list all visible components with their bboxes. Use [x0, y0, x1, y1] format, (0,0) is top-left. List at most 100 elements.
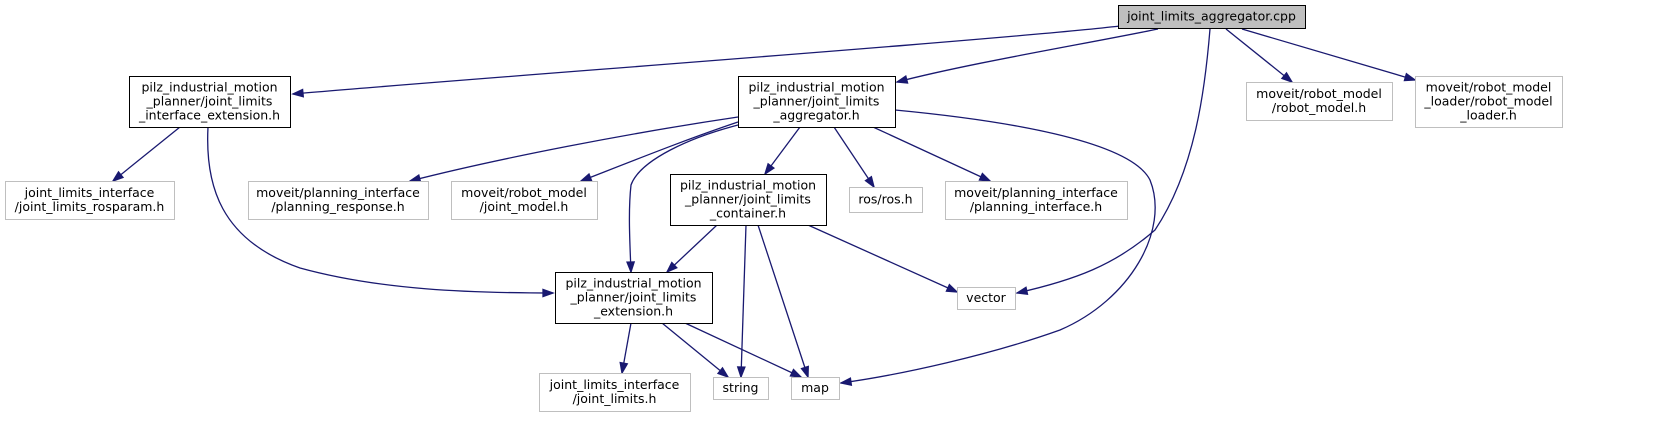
edge-container-to-extension: [665, 224, 718, 274]
node-label-line: ros/ros.h: [858, 192, 912, 207]
node-label-line: /robot_model.h: [1272, 100, 1366, 115]
edge-line: [1241, 28, 1416, 81]
node-box: [451, 181, 598, 220]
node-label-line: moveit/robot_model: [1256, 86, 1382, 101]
edge-line: [840, 109, 1156, 384]
edge-root-to-robot_model_loader: [1241, 28, 1417, 82]
edge-container-to-string: [736, 224, 747, 379]
edge-arrowhead: [619, 361, 629, 375]
edge-arrowhead: [408, 173, 422, 183]
node-iface_ext[interactable]: pilz_industrial_motion_planner/joint_lim…: [129, 76, 291, 128]
node-box: [1118, 5, 1306, 29]
node-label-line: pilz_industrial_motion: [141, 80, 277, 95]
edge-line: [409, 116, 739, 182]
edge-root-to-iface_ext: [291, 25, 1121, 98]
node-label-line: _interface_extension.h: [138, 108, 280, 123]
node-label-line: vector: [966, 290, 1007, 305]
node-label-line: /joint_limits_rosparam.h: [15, 199, 165, 214]
edge-root-to-vector: [1015, 28, 1211, 296]
node-box: [791, 377, 840, 400]
node-box: [248, 181, 429, 220]
node-label-line: _planner/joint_limits: [684, 192, 811, 207]
node-robot_model[interactable]: moveit/robot_model/robot_model.h: [1246, 82, 1393, 121]
node-jl_iface[interactable]: joint_limits_interface/joint_limits.h: [539, 373, 691, 412]
edge-arrowhead: [1280, 71, 1294, 84]
edge-line: [833, 126, 875, 188]
edge-line: [666, 224, 718, 273]
node-string[interactable]: string: [713, 377, 769, 400]
edges-layer: [111, 25, 1417, 387]
edge-line: [207, 126, 554, 294]
edge-line: [661, 322, 729, 378]
node-box: [713, 377, 769, 400]
node-label-line: pilz_industrial_motion: [565, 276, 701, 291]
edge-line: [1016, 28, 1211, 294]
edge-aggregator-to-ros: [833, 126, 876, 189]
edge-aggregator-to-planning_response: [408, 116, 739, 183]
node-vector[interactable]: vector: [957, 287, 1016, 310]
node-label-line: _planner/joint_limits: [753, 94, 880, 109]
edge-arrowhead: [864, 175, 876, 189]
edge-arrowhead: [111, 170, 125, 183]
edge-arrowhead: [978, 172, 992, 182]
node-box: [5, 181, 175, 220]
node-joint_model[interactable]: moveit/robot_model/joint_model.h: [451, 181, 598, 220]
node-box: [1415, 76, 1563, 128]
edge-arrowhead: [291, 88, 305, 98]
node-robot_model_loader[interactable]: moveit/robot_model_loader/robot_model_lo…: [1415, 76, 1563, 128]
node-box: [555, 272, 713, 324]
node-root[interactable]: joint_limits_aggregator.cpp: [1118, 5, 1306, 29]
edge-iface_ext-to-rosparam: [111, 126, 181, 183]
edge-container-to-map: [757, 224, 809, 379]
edge-line: [112, 126, 181, 182]
node-box: [945, 181, 1128, 220]
node-box: [129, 76, 291, 128]
node-label-line: joint_limits_aggregator.cpp: [1126, 9, 1296, 24]
edge-line: [896, 28, 1159, 83]
node-map[interactable]: map: [791, 377, 840, 400]
node-label-line: /joint_limits.h: [573, 391, 657, 406]
edge-arrowhead: [736, 366, 746, 379]
node-label-line: map: [801, 380, 829, 395]
node-extension[interactable]: pilz_industrial_motion_planner/joint_lim…: [555, 272, 713, 324]
node-label-line: moveit/robot_model: [1426, 80, 1552, 95]
edge-arrowhead: [839, 377, 853, 387]
node-label-line: moveit/planning_interface: [256, 185, 420, 200]
node-box: [1246, 82, 1393, 121]
node-label-line: joint_limits_interface: [24, 185, 155, 200]
edge-aggregator-to-map: [839, 109, 1156, 387]
edge-arrowhead: [579, 172, 593, 182]
node-ros[interactable]: ros/ros.h: [849, 187, 923, 213]
edge-line: [740, 224, 747, 378]
edge-extension-to-jl_iface: [619, 322, 632, 375]
node-planning_response[interactable]: moveit/planning_interface/planning_respo…: [248, 181, 429, 220]
node-label-line: _extension.h: [593, 304, 673, 319]
node-label-line: /planning_interface.h: [970, 199, 1102, 214]
node-label-line: /joint_model.h: [480, 199, 569, 214]
edge-line: [757, 224, 809, 378]
node-planning_interface[interactable]: moveit/planning_interface/planning_inter…: [945, 181, 1128, 220]
node-rosparam[interactable]: joint_limits_interface/joint_limits_rosp…: [5, 181, 175, 220]
edge-arrowhead: [895, 74, 909, 84]
edge-aggregator-to-extension: [626, 123, 743, 274]
node-label-line: moveit/robot_model: [461, 185, 587, 200]
edge-aggregator-to-joint_model: [579, 121, 739, 182]
edge-container-to-vector: [807, 224, 959, 293]
edge-line: [580, 121, 739, 182]
node-label-line: _planner/joint_limits: [570, 290, 697, 305]
edge-arrowhead: [716, 366, 730, 379]
node-container[interactable]: pilz_industrial_motion_planner/joint_lim…: [670, 174, 827, 226]
edge-line: [807, 224, 958, 293]
node-label-line: _planner/joint_limits: [146, 94, 273, 109]
edge-extension-to-map: [684, 322, 803, 378]
edge-extension-to-string: [661, 322, 730, 379]
edge-line: [872, 126, 991, 182]
node-label-line: _loader/robot_model: [1423, 94, 1552, 109]
node-label-line: pilz_industrial_motion: [748, 80, 884, 95]
edge-line: [1225, 28, 1293, 83]
node-box: [738, 76, 896, 128]
node-aggregator[interactable]: pilz_industrial_motion_planner/joint_lim…: [738, 76, 896, 128]
nodes-layer: joint_limits_aggregator.cpp pilz_industri…: [5, 5, 1563, 412]
edge-arrowhead: [945, 283, 959, 293]
